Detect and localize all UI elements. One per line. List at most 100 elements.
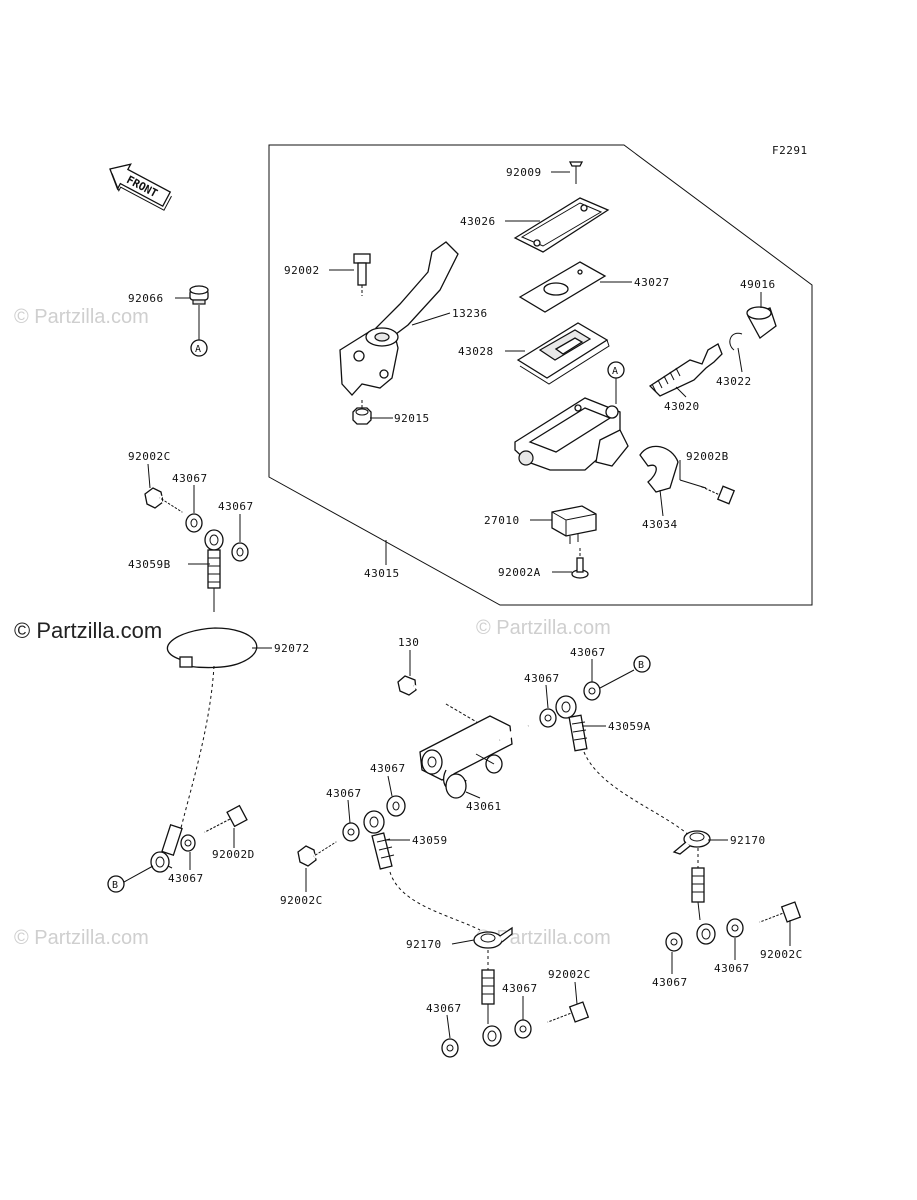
leader-lines: [147, 171, 791, 1039]
part-label-43059a: 43059A: [608, 720, 651, 733]
part-label-43026: 43026: [460, 215, 496, 228]
banjo-fitting-43059a: [555, 695, 588, 752]
part-label-92170: 92170: [406, 938, 442, 951]
part-label-43067: 43067: [326, 787, 362, 800]
part-label-43027: 43027: [634, 276, 670, 289]
nut-92015: [352, 400, 372, 425]
screw-92002a: [571, 548, 589, 579]
figure-code: F2291: [772, 144, 808, 157]
washer-43067: [514, 1019, 532, 1039]
part-label-13236: 13236: [452, 307, 488, 320]
part-label-43020: 43020: [664, 400, 700, 413]
part-label-43067: 43067: [172, 472, 208, 485]
diaphragm-plate-43027: [518, 261, 607, 313]
part-label-92009: 92009: [506, 166, 542, 179]
part-label-43067: 43067: [502, 982, 538, 995]
cable-tie-92072: [167, 627, 258, 669]
callout-b-circle: [107, 875, 125, 893]
joint-43061: [419, 715, 530, 799]
callout-b-label: B: [638, 660, 644, 671]
part-label-43067: 43067: [570, 646, 606, 659]
part-label-43059: 43059: [412, 834, 448, 847]
part-label-43067: 43067: [714, 962, 750, 975]
part-label-92002d: 92002D: [212, 848, 255, 861]
banjo-bolt-92002c: [144, 487, 184, 515]
front-arrow-icon: FRONT: [109, 163, 172, 211]
part-labels: 92009 43026 92002 43027 49016 92066 1323…: [128, 166, 803, 1015]
cap-92066: [189, 285, 209, 305]
callout-a-circle: [190, 339, 208, 357]
reservoir-cap-43026: [513, 197, 610, 253]
washer-43067: [386, 795, 406, 817]
banjo-fitting-lower-right: [691, 867, 716, 945]
banjo-bolt-92002c: [297, 839, 338, 867]
callout-b-circle: [633, 655, 651, 673]
part-label-43034: 43034: [642, 518, 678, 531]
master-cylinder-body: [514, 397, 629, 471]
piston-kit-43020: [648, 343, 723, 397]
watermark-dark: © Partzilla.com: [14, 618, 162, 643]
banjo-fitting-lower-left: [150, 824, 183, 873]
part-label-27010: 27010: [484, 514, 520, 527]
bolt-130: [397, 675, 481, 725]
callout-a-label: A: [612, 366, 618, 377]
circlip-43022: [729, 332, 743, 351]
washer-43067: [342, 822, 360, 842]
screw-92009: [568, 161, 584, 184]
pivot-bolt-92002: [353, 253, 371, 296]
part-label-92002c: 92002C: [760, 948, 803, 961]
banjo-fitting-43059b: [204, 529, 224, 612]
part-label-43067: 43067: [370, 762, 406, 775]
watermark: © Partzilla.com: [14, 927, 149, 949]
washer-43067: [185, 513, 203, 533]
part-label-92002c: 92002C: [280, 894, 323, 907]
part-label-43067: 43067: [426, 1002, 462, 1015]
banjo-bolt-92002d: [203, 804, 248, 835]
part-label-92002b: 92002B: [686, 450, 729, 463]
callout-a-circle: [607, 361, 625, 379]
part-label-43059b: 43059B: [128, 558, 171, 571]
washer-43067: [231, 542, 249, 562]
part-label-43067: 43067: [524, 672, 560, 685]
part-label-92002: 92002: [284, 264, 320, 277]
part-label-49016: 49016: [740, 278, 776, 291]
part-label-92066: 92066: [128, 292, 164, 305]
master-cylinder-assembly-outline: [268, 144, 813, 606]
brake-lever-13236: [339, 241, 459, 396]
part-label-92002c: 92002C: [548, 968, 591, 981]
part-label-43067: 43067: [652, 976, 688, 989]
part-label-92002a: 92002A: [498, 566, 541, 579]
part-label-92015: 92015: [394, 412, 430, 425]
part-label-43067: 43067: [168, 872, 204, 885]
watermark: © Partzilla.com: [476, 617, 611, 639]
washer-43067: [539, 708, 557, 728]
clamp-43034: [639, 445, 679, 493]
diaphragm-43028: [516, 322, 610, 385]
washer-43067: [583, 681, 601, 701]
part-label-43067: 43067: [218, 500, 254, 513]
part-label-92072: 92072: [274, 642, 310, 655]
washer-43067: [180, 834, 196, 852]
part-label-43061: 43061: [466, 800, 502, 813]
switch-27010: [551, 505, 597, 544]
part-label-92170: 92170: [730, 834, 766, 847]
part-label-92002c: 92002C: [128, 450, 171, 463]
callout-a-label: A: [195, 344, 201, 355]
callout-b-label: B: [112, 880, 118, 891]
clamp-92170: [672, 830, 711, 855]
washer-43067: [726, 918, 744, 938]
bolt-92002b: [698, 483, 736, 505]
boot-49016: [746, 306, 777, 339]
part-label-43028: 43028: [458, 345, 494, 358]
washer-43067: [441, 1038, 459, 1058]
part-label-130: 130: [398, 636, 419, 649]
watermark: © Partzilla.com: [14, 306, 149, 328]
banjo-fitting-lower-center: [481, 969, 502, 1047]
washer-43067: [665, 932, 683, 952]
banjo-fitting-43059: [363, 810, 395, 870]
banjo-bolt-92002c: [758, 901, 802, 925]
part-label-43022: 43022: [716, 375, 752, 388]
part-label-43015: 43015: [364, 567, 400, 580]
banjo-bolt-92002c: [546, 1001, 590, 1025]
